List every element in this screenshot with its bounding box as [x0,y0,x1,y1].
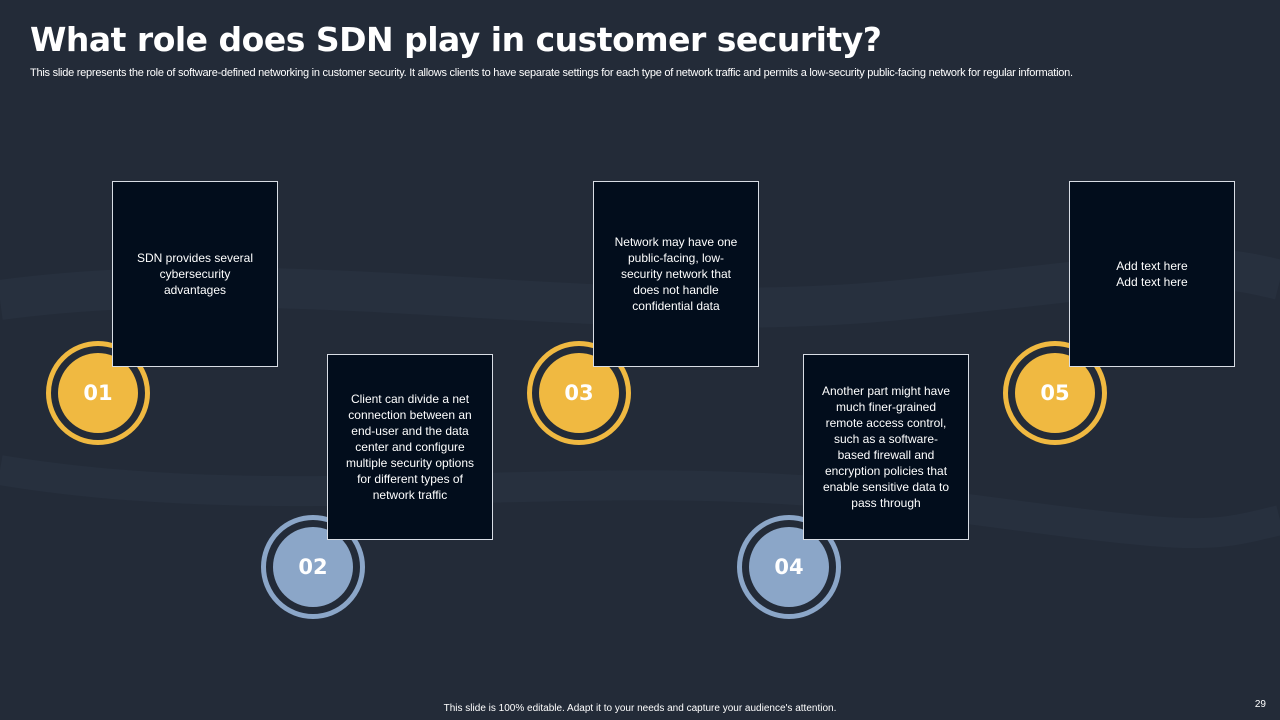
step-text: SDN provides several cybersecurity advan… [136,251,254,297]
page-subtitle: This slide represents the role of softwa… [30,67,1073,79]
page-number: 29 [1254,699,1266,710]
step-text: Network may have one public-facing, low-… [614,235,738,313]
step-text: Add text here Add text here [1116,259,1188,289]
step-box-04: Another part might have much finer-grain… [803,354,969,540]
step-text: Client can divide a net connection betwe… [345,392,475,502]
footer-note: This slide is 100% editable. Adapt it to… [443,703,837,714]
step-box-02: Client can divide a net connection betwe… [327,354,493,540]
step-box-01: SDN provides several cybersecurity advan… [112,181,278,367]
step-box-05: Add text here Add text here [1069,181,1235,367]
step-text: Another part might have much finer-grain… [821,384,951,510]
step-box-03: Network may have one public-facing, low-… [593,181,759,367]
page-title: What role does SDN play in customer secu… [30,20,882,59]
